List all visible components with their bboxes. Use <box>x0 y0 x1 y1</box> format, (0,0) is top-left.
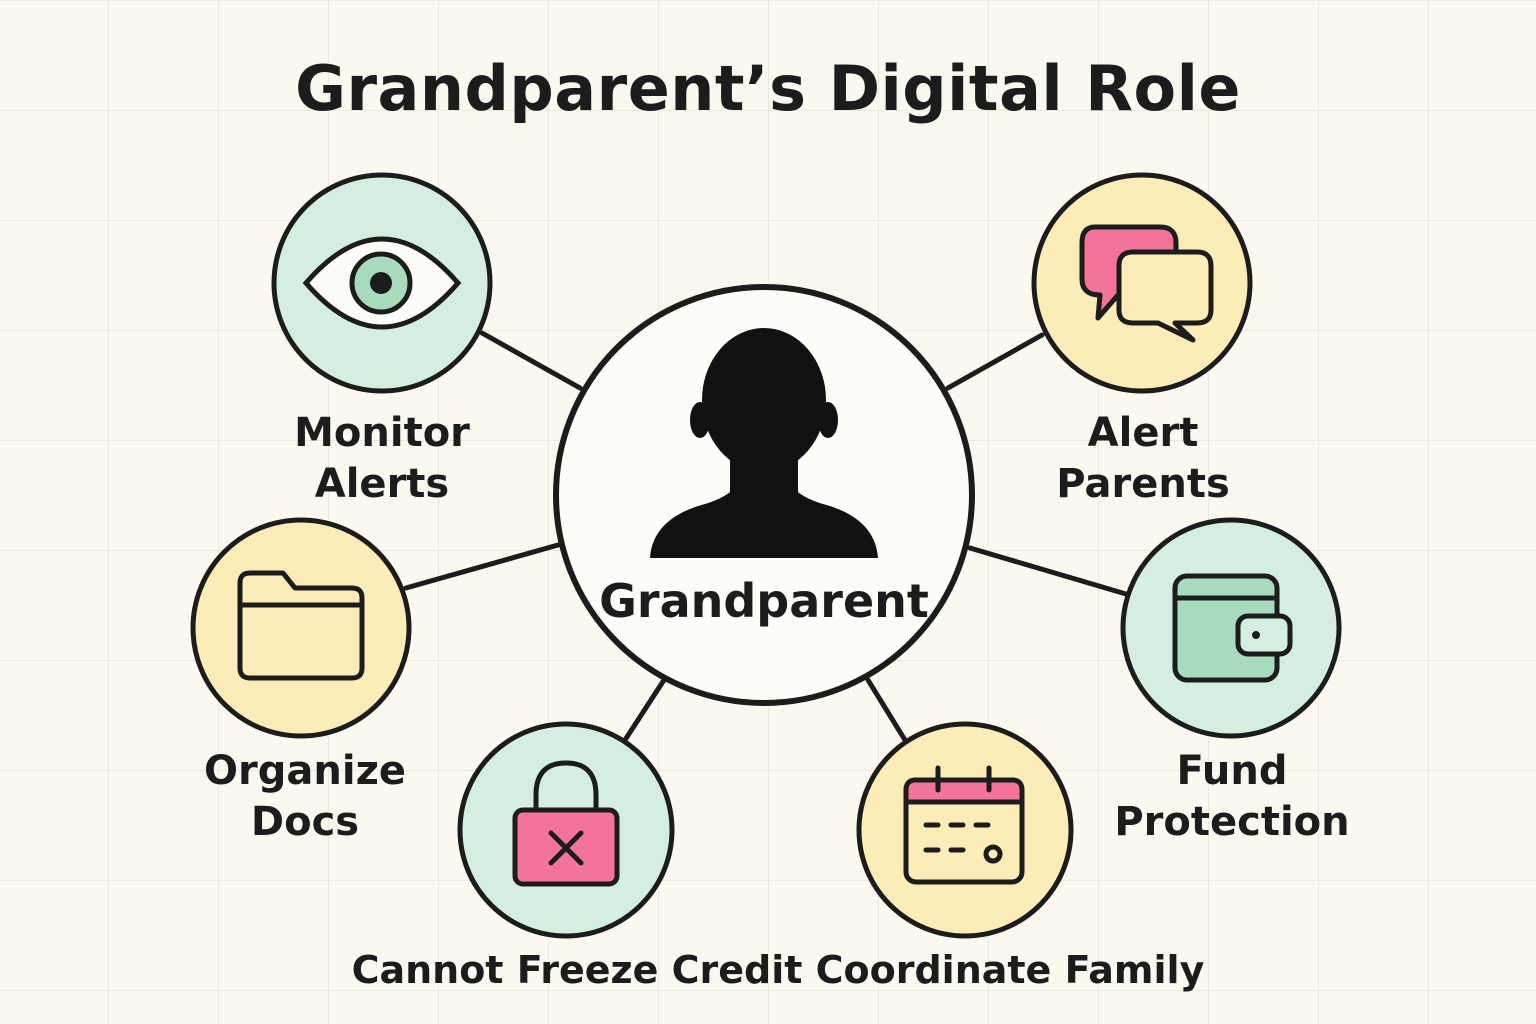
person-silhouette-icon <box>650 328 878 558</box>
label-line: Docs <box>250 799 360 845</box>
label-line: Parents <box>1056 461 1230 507</box>
label-line: Organize <box>204 748 406 794</box>
connector-cannot-freeze-credit <box>622 677 667 743</box>
label-organize-docs: Organize Docs <box>204 746 406 848</box>
connector-organize-docs <box>403 542 561 591</box>
locked-padlock-x-icon <box>512 760 620 887</box>
connector-fund-protection <box>967 545 1129 597</box>
label-line: Cannot Freeze Credit <box>351 948 803 992</box>
diagram-title: Grandparent’s Digital Role <box>295 52 1241 125</box>
label-alert-parents: Alert Parents <box>1056 408 1230 510</box>
calendar-icon <box>903 765 1025 885</box>
label-line: Monitor <box>294 410 470 456</box>
chat-bubbles-icon <box>1079 224 1214 343</box>
label-monitor-alerts: Monitor Alerts <box>294 408 470 510</box>
connector-alert-parents <box>945 332 1045 391</box>
label-line: Alerts <box>314 461 450 507</box>
label-cannot-freeze-credit: Cannot Freeze Credit <box>352 945 803 996</box>
connector-coordinate-family <box>865 677 908 743</box>
center-label: Grandparent <box>599 574 929 628</box>
label-fund-protection: Fund Protection <box>1114 746 1349 848</box>
eye-icon <box>302 236 462 330</box>
label-coordinate-family: Coordinate Family <box>816 945 1205 996</box>
label-line: Coordinate Family <box>815 948 1205 992</box>
label-line: Protection <box>1114 799 1350 845</box>
label-line: Alert <box>1087 410 1199 456</box>
connector-monitor-alerts <box>479 330 583 391</box>
wallet-icon <box>1172 573 1293 683</box>
label-line: Fund <box>1176 748 1288 794</box>
folder-icon <box>237 570 365 681</box>
